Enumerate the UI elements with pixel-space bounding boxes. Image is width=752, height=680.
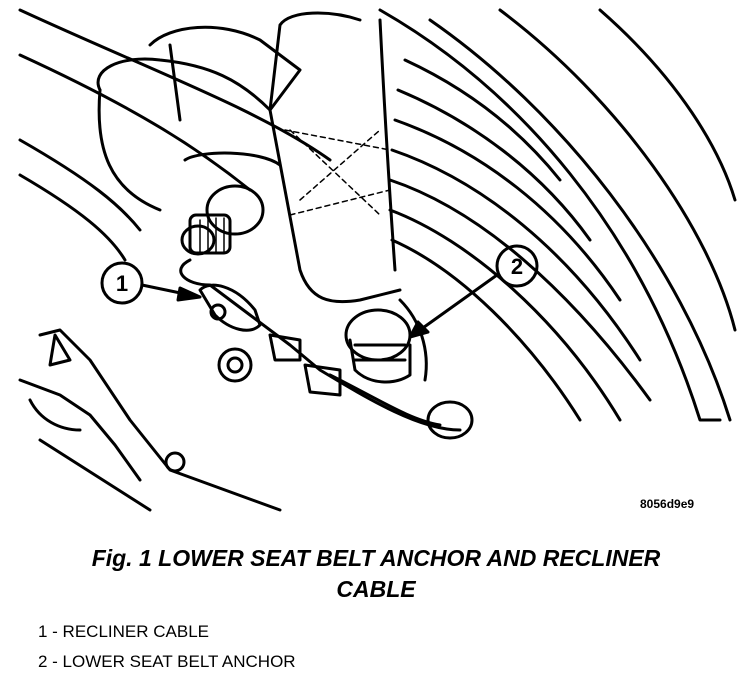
pivot-arm — [148, 25, 302, 112]
lower-rail — [38, 328, 282, 512]
seat-belt-anchor-illustration: 1 2 — [18, 8, 737, 512]
anchor-bolt — [344, 308, 412, 362]
figure-code: 8056d9e9 — [640, 497, 695, 511]
figure-caption-line1: Fig. 1 LOWER SEAT BELT ANCHOR AND RECLIN… — [91, 545, 661, 571]
callout-2-leader — [418, 273, 499, 332]
washer — [217, 347, 253, 383]
figure-caption-line2: CABLE — [336, 576, 416, 602]
callout-2-number: 2 — [511, 254, 523, 279]
callout-1-number: 1 — [116, 271, 128, 296]
recliner-cable — [179, 258, 462, 432]
legend-item-recliner-cable: 1 - RECLINER CABLE — [38, 622, 209, 641]
callout-2-circle — [495, 244, 539, 288]
seat-cushion-outline — [378, 8, 722, 422]
legend-item-lower-seat-belt-anchor: 2 - LOWER SEAT BELT ANCHOR — [38, 652, 296, 671]
splined-shaft — [205, 184, 265, 236]
seat-frame-outline — [18, 8, 332, 162]
callout-1-circle — [100, 261, 144, 305]
